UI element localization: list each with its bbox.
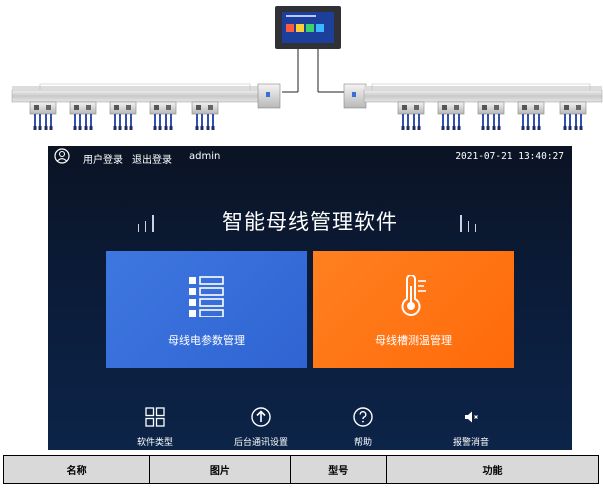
logout-link[interactable]: 退出登录: [132, 155, 172, 166]
column-header-name: 名称: [2, 455, 151, 484]
hmi-screen: 用户登录 退出登录 admin 2021-07-21 13:40:27 智能母线…: [48, 146, 572, 450]
title-decoration-right: [460, 212, 482, 232]
mute-speaker-icon: [465, 411, 478, 423]
app-title: 智能母线管理软件: [222, 210, 398, 234]
backend-comm-settings-label: 后台通讯设置: [233, 438, 288, 448]
column-header-image: 图片: [149, 455, 291, 484]
backend-comm-settings-button[interactable]: 后台通讯设置: [216, 406, 306, 448]
column-header-function: 功能: [386, 455, 599, 484]
upload-arrow-icon: [251, 407, 271, 427]
software-type-label: 软件类型: [136, 438, 173, 448]
help-label: 帮助: [353, 438, 372, 448]
busbar-electrical-params-tile[interactable]: 母线电参数管理: [106, 251, 307, 368]
busbar-temperature-tile[interactable]: 母线槽测温管理: [313, 251, 514, 368]
thermometer-icon: [401, 275, 426, 316]
busbar-system-illustration: [0, 0, 603, 140]
datetime-display: 2021-07-21 13:40:27: [455, 151, 564, 162]
user-login-link[interactable]: 用户登录: [83, 155, 123, 166]
software-type-button[interactable]: 软件类型: [110, 406, 200, 448]
tile-label: 母线电参数管理: [168, 334, 245, 347]
spec-table-header: 名称 图片 型号 功能: [2, 455, 599, 484]
alarm-mute-button[interactable]: 报警消音: [426, 406, 516, 448]
column-header-model: 型号: [289, 455, 388, 484]
help-icon: [353, 407, 373, 427]
username-label: admin: [189, 151, 221, 162]
user-icon[interactable]: [54, 148, 70, 164]
title-decoration-left: [138, 212, 160, 232]
alarm-mute-label: 报警消音: [452, 438, 489, 448]
help-button[interactable]: 帮助: [318, 406, 408, 448]
display-device: [275, 6, 344, 93]
list-icon: [189, 276, 224, 317]
tile-label: 母线槽测温管理: [375, 334, 452, 347]
table-header-row: 名称 图片 型号 功能: [2, 455, 599, 484]
top-bar: 用户登录 退出登录 admin 2021-07-21 13:40:27: [48, 146, 572, 168]
grid-icon: [145, 407, 165, 427]
